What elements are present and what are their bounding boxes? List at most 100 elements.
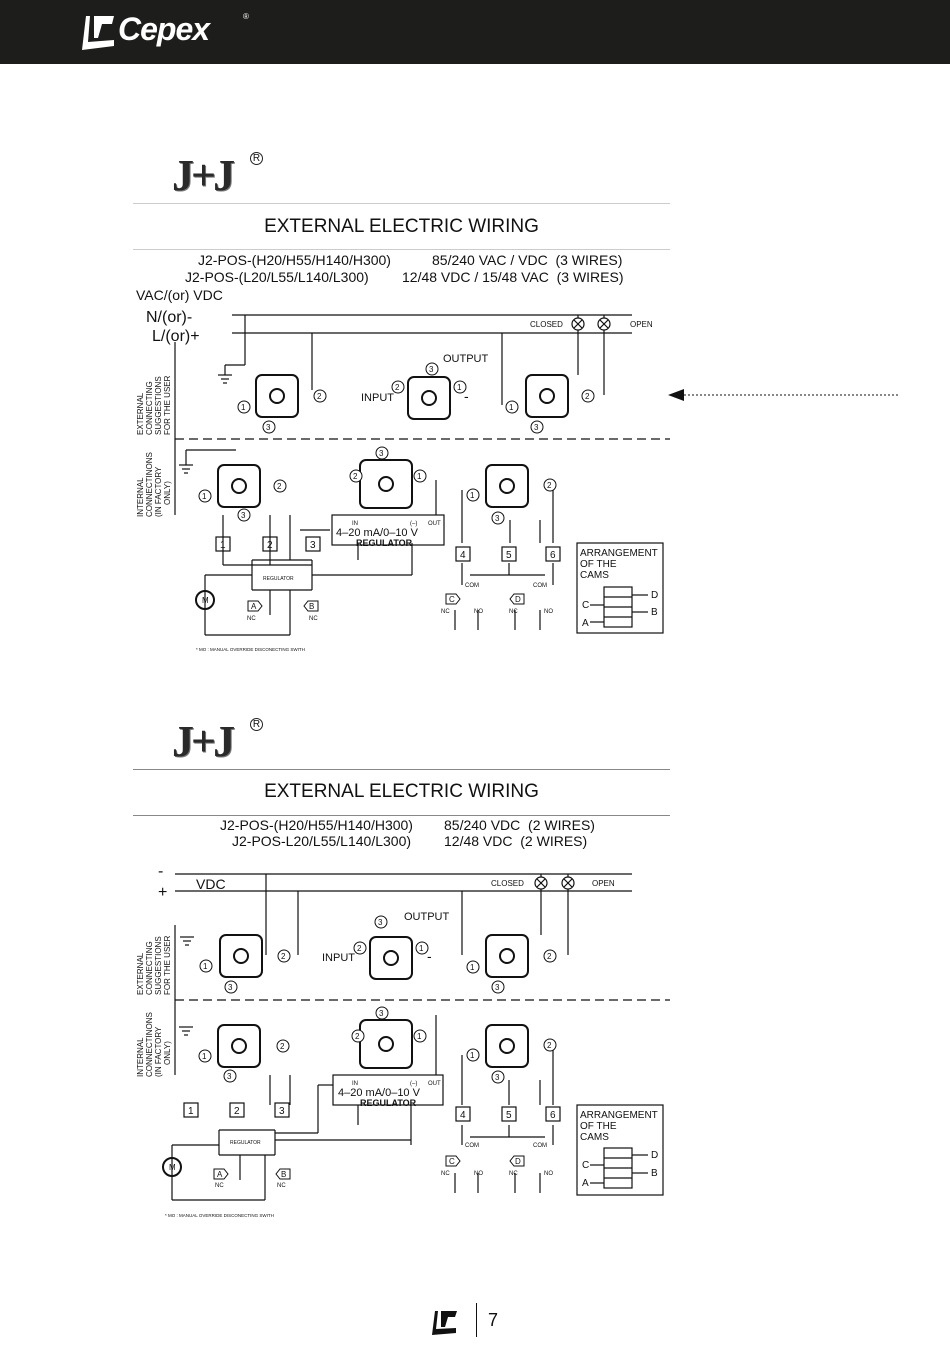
- diagram-label: 2: [395, 383, 400, 392]
- open-label: OPEN: [630, 320, 653, 329]
- diagram-shape: [383, 950, 399, 966]
- diagram-shape: [421, 390, 437, 406]
- diagram-label: 2: [585, 392, 590, 401]
- actuator-connector-icon: [485, 464, 529, 508]
- diagram-shape: [262, 536, 278, 552]
- model-spec: 85/240 VDC (2 WIRES): [444, 817, 595, 833]
- diagram-label: NO: [474, 1171, 483, 1177]
- diagram-shape: [237, 400, 251, 414]
- regulator-connector-icon: [359, 1019, 413, 1069]
- diagram-shape: [198, 362, 595, 525]
- divider: [133, 769, 670, 770]
- diagram-shape: [179, 936, 194, 1036]
- actuator-connector-icon: [219, 934, 263, 978]
- footer-divider: [476, 1303, 477, 1337]
- actuator-connector-icon: [255, 374, 299, 418]
- diagram-label: B: [309, 602, 314, 611]
- diagram-label: NC: [277, 1183, 286, 1189]
- diagram-label: C: [449, 595, 455, 604]
- diagram-label: SUGGESTIONS: [154, 936, 163, 995]
- diagram-shape: [455, 546, 471, 562]
- diagram-shape: [378, 1036, 394, 1052]
- diagram-label: D: [515, 1157, 521, 1166]
- diagram-label: INTERNAL: [136, 1037, 145, 1077]
- diagram-label: NC: [215, 1183, 224, 1189]
- supply-label: VAC/(or) VDC: [136, 287, 223, 303]
- diagram-shape: [501, 1106, 517, 1122]
- diagram-shape: [349, 469, 363, 483]
- diagram-shape: [277, 949, 291, 963]
- diagram-shape: [183, 1102, 199, 1118]
- cepex-logo-icon: [82, 16, 114, 50]
- actuator-connector-icon: [217, 1024, 261, 1068]
- diagram-label: 6: [550, 1110, 556, 1121]
- diagram-shape: [162, 934, 529, 1177]
- line-n-label: N/(or)-: [146, 309, 192, 326]
- in-label: IN: [352, 521, 358, 527]
- diagram-shape: [509, 1155, 525, 1167]
- diagram-label: OF THE: [580, 559, 617, 570]
- divider: [133, 203, 670, 204]
- diagram-label: NC: [509, 609, 518, 615]
- model-spec: 12/48 VDC (2 WIRES): [444, 833, 588, 849]
- actuator-connector-icon: [485, 1024, 529, 1068]
- diagram-shape: [262, 420, 276, 434]
- diagram-shape: [491, 1070, 505, 1084]
- diagram-label: COM: [465, 583, 479, 589]
- diagram-label: NC: [509, 1171, 518, 1177]
- closed-label: CLOSED: [530, 320, 563, 329]
- diagram-shape: [563, 878, 573, 888]
- diagram-shape: [491, 511, 505, 525]
- diagram-shape: [195, 374, 569, 610]
- diagram-shape: [576, 542, 664, 634]
- wiring-diagram-2-wires: - + VDC CLOSED OPEN OUTPUT INPUT - 1 2 3…: [136, 863, 670, 1218]
- diagram-shape: [432, 1311, 456, 1335]
- diagram-shape: [543, 478, 557, 492]
- diagram-shape: [237, 508, 251, 522]
- diagram-shape: [505, 400, 519, 414]
- diagram-shape: [198, 915, 557, 1084]
- diagram-shape: [466, 488, 480, 502]
- diagram-label: B: [651, 607, 658, 618]
- section-title: EXTERNAL ELECTRIC WIRING: [264, 216, 539, 237]
- diagram-shape: [351, 1029, 365, 1043]
- brand-registered-mark: ®: [243, 12, 249, 21]
- diagram-label: 2: [280, 1042, 285, 1051]
- diagram-shape: [445, 593, 461, 605]
- diagram-shape: [536, 878, 573, 888]
- diagram-label: A: [582, 618, 589, 629]
- manual-override-note: * MO : MANUAL OVERRIDE DISCONECTING SWIT…: [165, 1213, 274, 1218]
- divider: [133, 815, 670, 816]
- diagram-label: 3: [495, 983, 500, 992]
- diagram-shape: [415, 941, 429, 955]
- minus-label: (–): [410, 521, 417, 527]
- diagram-shape: [499, 948, 515, 964]
- diagram-label: 1: [188, 1106, 194, 1117]
- jj-registered-mark: R: [250, 718, 263, 731]
- diagram-label: ONLY): [163, 481, 172, 505]
- diagram-label: C: [582, 1160, 589, 1171]
- diagram-shape: [378, 476, 394, 492]
- diagram-label: 2: [353, 472, 358, 481]
- model-name: J2-POS-(L20/L55/L140/L300): [185, 269, 369, 285]
- diagram-label: (IN FACTORY: [154, 1026, 163, 1077]
- diagram-shape: [247, 593, 525, 612]
- diagram-label: 1: [241, 403, 246, 412]
- diagram-shape: [445, 1155, 461, 1167]
- regulator-range: 4–20 mA/0–10 V: [336, 527, 419, 539]
- diagram-shape: [599, 319, 609, 329]
- diagram-shape: EXTERNAL CONNECTING SUGGESTIONS FOR THE …: [136, 935, 172, 1077]
- output-label: OUTPUT: [443, 353, 489, 365]
- diagram-label: 2: [547, 952, 552, 961]
- diagram-shape: [274, 1102, 290, 1118]
- diagram-label: 2: [547, 1041, 552, 1050]
- diagram-label: ONLY): [163, 1041, 172, 1065]
- regulator-connector-icon: [369, 936, 413, 980]
- diagram-label: CONNECTING: [145, 941, 154, 995]
- diagram-label: CONNECTINONS: [145, 452, 154, 517]
- diagram-label: M: [169, 1163, 176, 1172]
- diagram-shape: [247, 600, 263, 612]
- diagram-label: 3: [279, 1106, 285, 1117]
- jj-registered-mark: R: [250, 152, 263, 165]
- diagram-label: 1: [202, 492, 207, 501]
